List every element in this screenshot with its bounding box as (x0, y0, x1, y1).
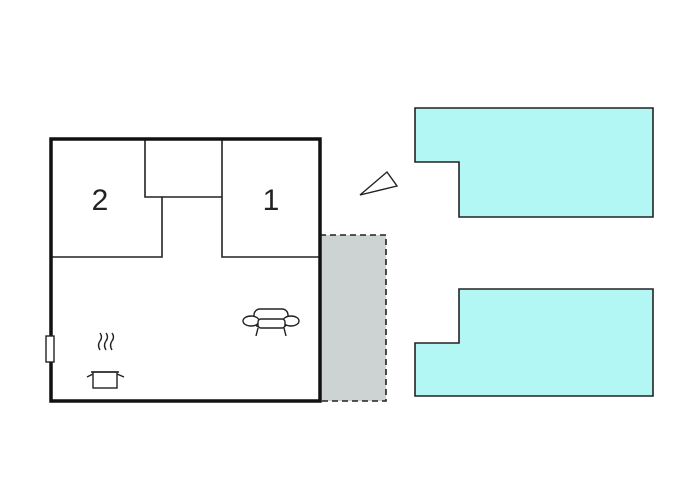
cooking-pot-icon (86, 332, 125, 389)
outer-wall (49, 137, 322, 403)
entrance-door (45, 335, 55, 363)
pool-top (414, 107, 654, 218)
pool-bottom (414, 288, 654, 397)
terrace-area (319, 234, 387, 402)
room-label-1: 1 (263, 184, 280, 217)
interior-walls (52, 139, 320, 258)
north-arrow-icon (359, 170, 399, 196)
room-label-2: 2 (92, 184, 109, 217)
sofa-icon (242, 308, 300, 337)
